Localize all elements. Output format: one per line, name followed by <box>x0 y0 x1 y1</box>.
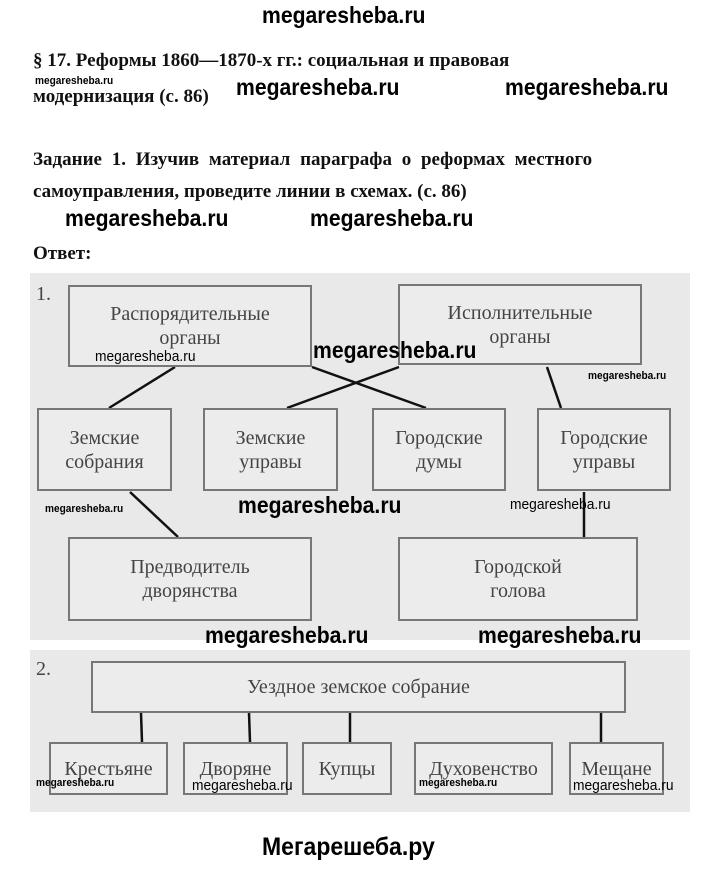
section-heading-line2: модернизация (с. 86) <box>33 86 209 107</box>
connector-line <box>286 365 400 410</box>
watermark: megaresheba.ru <box>588 370 667 382</box>
watermark: megaresheba.ru <box>238 492 402 518</box>
connector-line <box>108 365 176 410</box>
box-peasants: Крестьяне <box>49 742 168 795</box>
connector-line <box>545 366 563 409</box>
watermark: megaresheba.ru <box>45 503 124 515</box>
section-heading-line1: § 17. Реформы 1860—1870-х гг.: социальна… <box>33 50 510 71</box>
watermark: megaresheba.ru <box>505 74 669 100</box>
watermark: megaresheba.ru <box>95 348 196 365</box>
box-clergy: Духовенство <box>414 742 553 795</box>
watermark: megaresheba.ru <box>510 496 611 513</box>
watermark: megaresheba.ru <box>262 2 426 28</box>
watermark: megaresheba.ru <box>313 337 477 363</box>
box-merchants: Купцы <box>302 742 392 795</box>
diagram-1-number: 1. <box>36 283 51 305</box>
watermark: megaresheba.ru <box>478 622 642 648</box>
footer-watermark: Мегарешеба.ру <box>262 833 435 861</box>
watermark: megaresheba.ru <box>35 75 114 87</box>
answer-label: Ответ: <box>33 243 92 264</box>
watermark: megaresheba.ru <box>192 777 293 794</box>
diagram-2-number: 2. <box>36 658 51 680</box>
task-line2: самоуправления, проведите линии в схемах… <box>33 181 467 202</box>
box-nobles: Дворяне <box>183 742 288 795</box>
box-townspeople: Мещане <box>569 742 664 795</box>
watermark: megaresheba.ru <box>205 622 369 648</box>
connector-line <box>129 491 179 538</box>
watermark: megaresheba.ru <box>236 74 400 100</box>
box-district-assembly: Уездное земское собрание <box>91 661 626 713</box>
watermark: megaresheba.ru <box>65 205 229 231</box>
connector-line <box>311 365 427 410</box>
watermark: megaresheba.ru <box>573 777 674 794</box>
watermark: megaresheba.ru <box>36 777 115 789</box>
watermark: megaresheba.ru <box>419 777 498 789</box>
task-line1: Задание 1. Изучив материал параграфа о р… <box>33 149 593 170</box>
watermark: megaresheba.ru <box>310 205 474 231</box>
